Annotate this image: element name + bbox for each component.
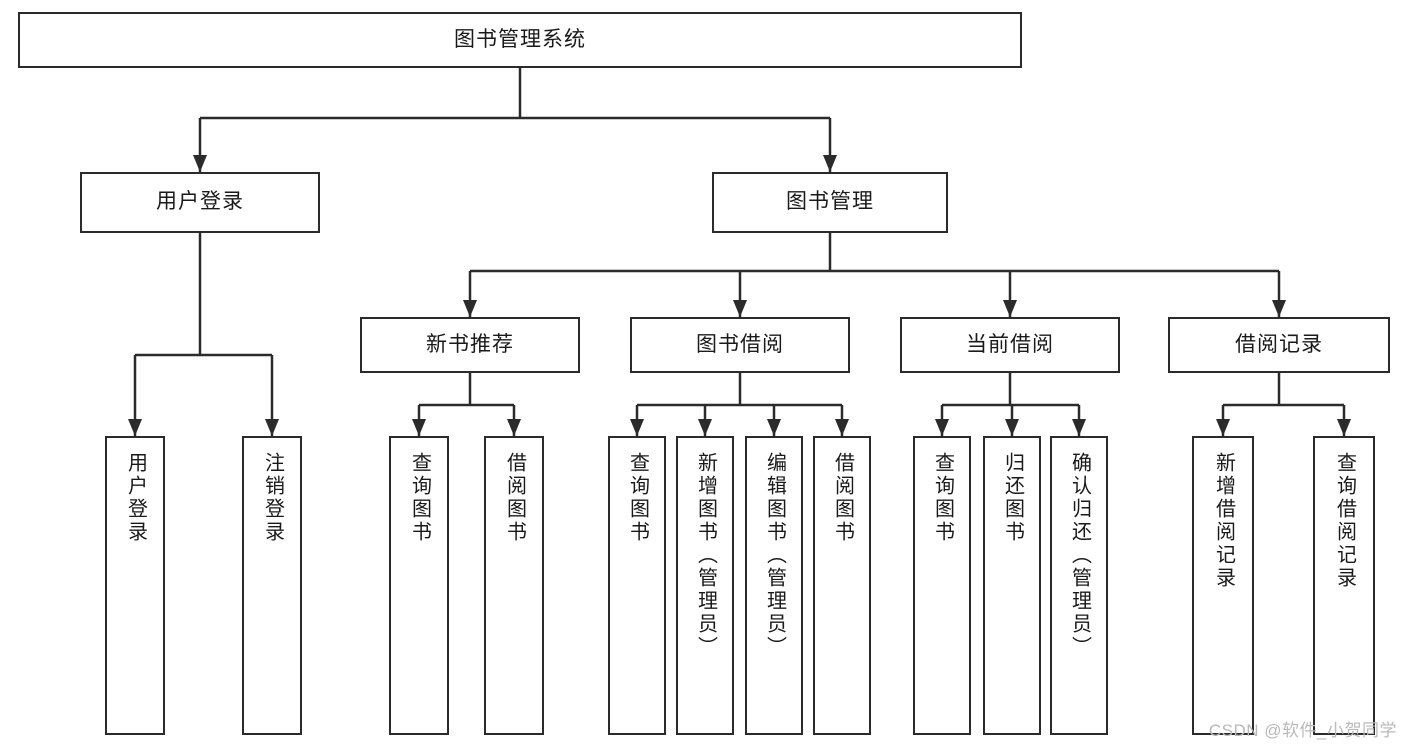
conn-book-manage-arrowhead-2 <box>1003 300 1017 317</box>
conn-user-login-arrowhead-0 <box>128 419 142 436</box>
watermark-label: CSDN @软件_小贺同学 <box>1208 721 1397 740</box>
conn-book-borrow-arrowhead-0 <box>630 419 644 436</box>
node-label: 图书管理 <box>786 190 874 214</box>
node-label: 查询图书 <box>626 452 649 544</box>
node-book-manage: 图书管理 <box>712 172 948 233</box>
node-label: 借阅图书 <box>831 452 854 544</box>
conn-book-manage-arrowhead-3 <box>1272 300 1286 317</box>
node-label: 用户登录 <box>156 190 244 214</box>
conn-new-book-arrowhead-0 <box>412 419 426 436</box>
node-label: 借阅图书 <box>503 452 526 544</box>
conn-book-manage-arrowhead-1 <box>733 300 747 317</box>
node-leaf-query-book-2: 查询图书 <box>608 436 666 735</box>
node-current-borrow: 当前借阅 <box>900 317 1120 373</box>
conn-book-borrow-arrowhead-2 <box>767 419 781 436</box>
node-label: 图书管理系统 <box>454 27 586 51</box>
conn-book-borrow-arrowhead-1 <box>698 419 712 436</box>
node-label: 查询图书 <box>931 452 954 544</box>
conn-user-login-arrowhead-1 <box>265 419 279 436</box>
node-label: 新增图书（管理员） <box>694 452 717 659</box>
node-leaf-add-record: 新增借阅记录 <box>1192 436 1254 735</box>
node-label: 借阅记录 <box>1235 332 1323 356</box>
conn-current-borrow-arrowhead-2 <box>1072 419 1086 436</box>
node-leaf-query-book-1: 查询图书 <box>389 436 449 735</box>
node-label: 新增借阅记录 <box>1212 452 1235 590</box>
conn-book-borrow-arrowhead-3 <box>835 419 849 436</box>
node-root: 图书管理系统 <box>18 12 1022 68</box>
conn-borrow-record-arrowhead-0 <box>1216 419 1230 436</box>
node-leaf-query-book-3: 查询图书 <box>913 436 971 735</box>
node-leaf-query-record: 查询借阅记录 <box>1313 436 1375 735</box>
node-book-borrow: 图书借阅 <box>630 317 850 373</box>
node-label: 编辑图书（管理员） <box>763 452 786 659</box>
conn-root-arrowhead-0 <box>193 155 207 172</box>
node-user-login: 用户登录 <box>80 172 320 233</box>
node-label: 注销登录 <box>261 452 284 544</box>
node-leaf-borrow-book-2: 借阅图书 <box>813 436 871 735</box>
conn-borrow-record-arrowhead-1 <box>1337 419 1351 436</box>
conn-book-manage-arrowhead-0 <box>463 300 477 317</box>
conn-new-book-arrowhead-1 <box>507 419 521 436</box>
conn-current-borrow-arrowhead-0 <box>935 419 949 436</box>
node-leaf-user-login: 用户登录 <box>105 436 165 735</box>
node-label: 当前借阅 <box>966 332 1054 356</box>
node-label: 查询借阅记录 <box>1333 452 1356 590</box>
node-borrow-record: 借阅记录 <box>1168 317 1390 373</box>
node-label: 归还图书 <box>1001 452 1024 544</box>
node-leaf-borrow-book-1: 借阅图书 <box>484 436 544 735</box>
node-label: 确认归还（管理员） <box>1068 452 1091 659</box>
conn-current-borrow-arrowhead-1 <box>1005 419 1019 436</box>
node-label: 查询图书 <box>408 452 431 544</box>
node-new-book-recommend: 新书推荐 <box>360 317 580 373</box>
node-leaf-logout-login: 注销登录 <box>242 436 302 735</box>
node-label: 图书借阅 <box>696 332 784 356</box>
node-label: 新书推荐 <box>426 332 514 356</box>
conn-root-arrowhead-1 <box>823 155 837 172</box>
node-leaf-edit-book: 编辑图书（管理员） <box>745 436 803 735</box>
node-leaf-confirm-return: 确认归还（管理员） <box>1050 436 1108 735</box>
node-label: 用户登录 <box>124 452 147 544</box>
node-leaf-return-book: 归还图书 <box>983 436 1041 735</box>
node-leaf-add-book: 新增图书（管理员） <box>676 436 734 735</box>
